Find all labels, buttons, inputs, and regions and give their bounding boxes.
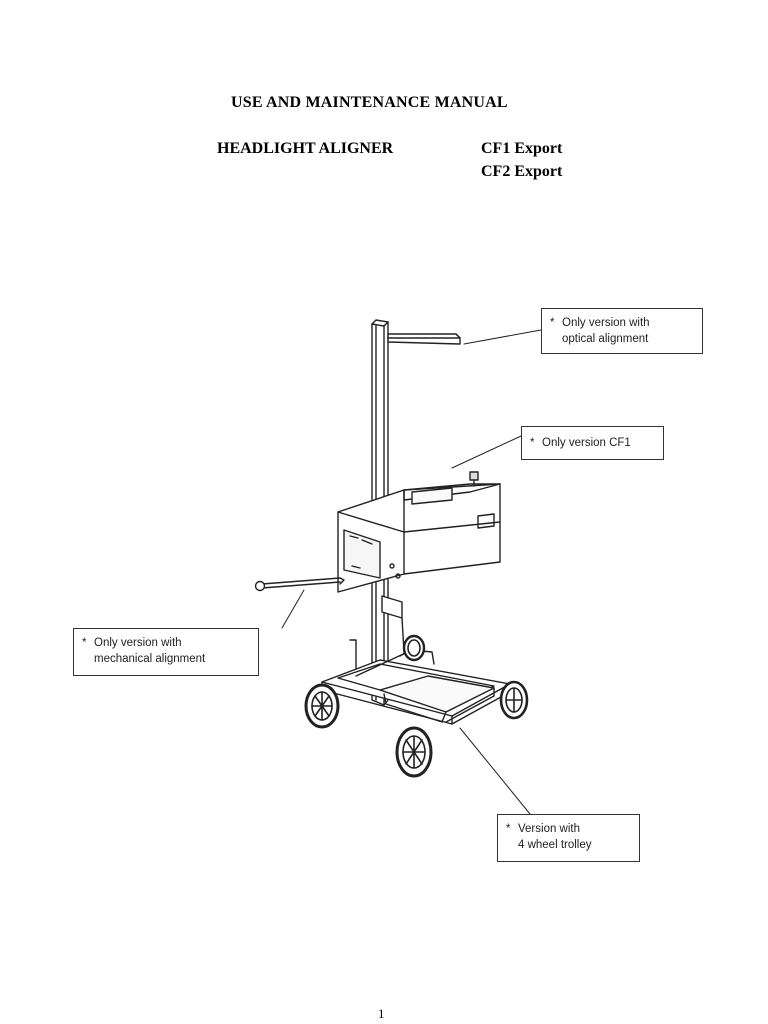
document-title: USE AND MAINTENANCE MANUAL [231, 94, 508, 111]
callout-4-wheel-trolley: * Version with 4 wheel trolley [497, 814, 640, 862]
callout-optical-alignment: * Only version with optical alignment [541, 308, 703, 354]
mechanical-alignment-lever [254, 577, 345, 592]
wheel-front-right [395, 726, 433, 778]
asterisk-marker: * [506, 823, 511, 835]
wheel-back-left [402, 634, 426, 662]
callout-line: Version with [518, 823, 581, 835]
callout-line: Only version with [94, 637, 182, 649]
wheel-back-right [499, 680, 529, 720]
column-bracket [349, 595, 405, 673]
product-name: HEADLIGHT ALIGNER [217, 140, 394, 157]
model-cf2: CF2 Export [481, 163, 563, 180]
callout-line: mechanical alignment [94, 653, 206, 665]
callout-line: Only version with [562, 317, 650, 329]
callout-mechanical-alignment: * Only version with mechanical alignment [73, 628, 259, 676]
page-number: 1 [378, 1006, 385, 1021]
callout-line: optical alignment [562, 333, 649, 345]
callout-line: 4 wheel trolley [518, 839, 592, 851]
callout-cf1-only: * Only version CF1 [521, 426, 664, 460]
leader-lines [281, 329, 542, 815]
model-cf1: CF1 Export [481, 140, 563, 157]
trolley-base [321, 649, 511, 725]
optical-alignment-arm [387, 333, 461, 345]
wheel-front-left [304, 683, 340, 729]
asterisk-marker: * [550, 317, 555, 329]
asterisk-marker: * [530, 437, 535, 449]
callout-line: Only version CF1 [542, 437, 631, 449]
asterisk-marker: * [82, 637, 87, 649]
optical-box [337, 471, 501, 593]
